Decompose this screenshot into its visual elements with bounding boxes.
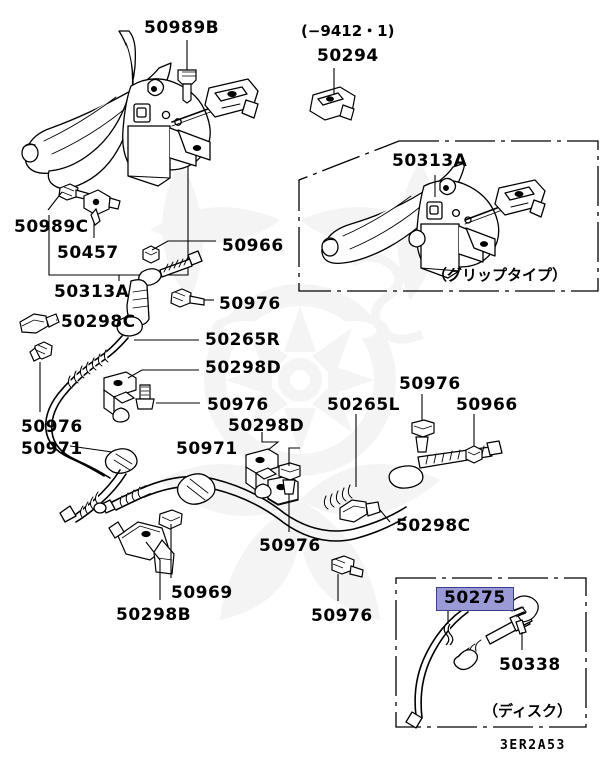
part-label-50298d-upper: 50298D: [205, 358, 282, 378]
clip-50275-detail: [443, 623, 454, 646]
leader-50298d-lower: [261, 436, 280, 451]
leader-50976-e2: [288, 447, 300, 466]
date-range-note: (−9412・1): [301, 22, 395, 40]
leader-50966-upper: [151, 240, 216, 251]
part-label-50989b: 50989B: [144, 18, 220, 38]
bolt-50976-d: [411, 419, 435, 453]
clip-50338: [509, 595, 539, 635]
part-label-50298c-left: 50298C: [61, 312, 136, 332]
part-label-50265l: 50265L: [327, 395, 400, 415]
part-label-50313a-grip: 50313A: [392, 151, 468, 171]
part-label-50298b: 50298B: [116, 605, 192, 625]
bracket-50298d-lower: [245, 448, 279, 499]
background-watermark: [150, 160, 440, 620]
grip-type-box: [298, 140, 599, 292]
part-label-50976-b: 50976: [21, 417, 83, 437]
part-50294: [309, 86, 356, 121]
bolt-50969-top: [158, 509, 183, 530]
clip-50298c-left: [19, 313, 60, 334]
cable-50265r: [44, 250, 203, 523]
bracket-50969: [108, 521, 175, 575]
part-label-50298d-lower: 50298D: [228, 416, 305, 436]
part-label-50966-right: 50966: [456, 395, 518, 415]
part-label-50976-d: 50976: [399, 374, 461, 394]
part-label-50971-mid: 50971: [176, 439, 238, 459]
nut-50966-upper: [142, 245, 160, 264]
hand-brake-lever-assembly: [21, 30, 259, 190]
bolt-50976-e: [278, 462, 301, 495]
nut-50966-right: [465, 445, 483, 464]
clip-50298c-right: [339, 499, 381, 523]
disc-type-note: （ディスク）: [483, 702, 572, 720]
bolt-50976-c: [135, 384, 155, 410]
part-label-50976-e: 50976: [259, 536, 321, 556]
diagram-code: 3ER2A53: [500, 738, 566, 753]
part-label-50966-upper: 50966: [222, 236, 284, 256]
bolt-50976-a: [170, 288, 205, 308]
part-label-50976-c: 50976: [207, 395, 269, 415]
leader-50298c-right: [379, 509, 391, 523]
leader-50298b: [145, 541, 161, 600]
part-label-50298c-right: 50298C: [396, 516, 471, 536]
part-label-50971-left: 50971: [21, 439, 83, 459]
part-label-50294: 50294: [317, 46, 379, 66]
part-label-50976-a: 50976: [219, 294, 281, 314]
leader-50298d-upper: [127, 369, 199, 379]
cable-50275: [405, 609, 533, 729]
leader-50971-left: [69, 445, 113, 453]
bracket-50298d-upper: [103, 371, 137, 423]
highlighted-part-label-50275[interactable]: 50275: [436, 587, 514, 611]
part-50457: [83, 189, 121, 226]
part-label-50989c: 50989C: [14, 217, 89, 237]
part-label-50969: 50969: [171, 583, 233, 603]
part-label-50338: 50338: [499, 655, 561, 675]
grip-type-lever-50313a: [321, 162, 546, 279]
grip-type-note: （グリップタイプ）: [432, 266, 568, 284]
part-label-50976-f: 50976: [311, 606, 373, 626]
leader-50989c: [47, 191, 63, 211]
bolt-50989b: [177, 69, 197, 104]
bolt-50976-b: [29, 341, 53, 362]
disc-type-box: [395, 577, 587, 728]
leader-50976-c: [145, 378, 201, 398]
part-label-50313a-left: 50313A: [54, 282, 130, 302]
part-label-50265r: 50265R: [205, 330, 281, 350]
part-label-50457: 50457: [57, 243, 119, 263]
bolt-50976-f: [331, 555, 364, 578]
